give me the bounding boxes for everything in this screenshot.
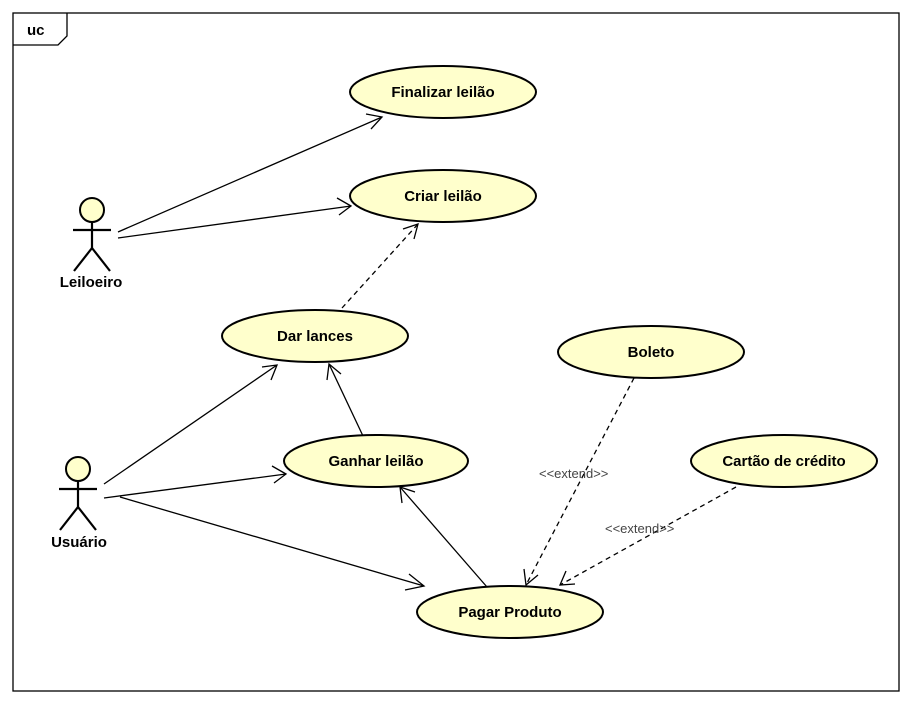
actor-head [79,197,105,223]
use-case-label: Finalizar leilão [391,84,494,101]
extend-label-boleto: <<extend>> [539,466,608,481]
assoc-leiloeiro-criar [117,205,352,239]
arrowhead-criar [336,197,353,216]
arrowhead-dar-lances-usuario [261,364,279,381]
use-case-criar-leilao[interactable]: Criar leilão [349,169,537,223]
extend-boleto-pagar [525,377,635,586]
arrowhead-finalizar [365,113,384,130]
arrowhead-dar-lances-ganhar [326,362,342,381]
assoc-usuario-dar-lances [103,364,278,485]
associations [103,113,488,591]
diagram-frame [12,12,900,692]
extend-label-cartao: <<extend>> [605,521,674,536]
actor-leiloeiro[interactable]: Leiloeiro [60,197,123,291]
assoc-leiloeiro-finalizar [117,116,383,233]
use-case-dar-lances[interactable]: Dar lances [221,309,409,363]
use-case-boleto[interactable]: Boleto [557,325,745,379]
actor-usuario[interactable]: Usuário [51,456,107,551]
extend-cartao-pagar [559,486,737,586]
frame-tab [13,13,68,46]
use-case-label: Cartão de crédito [722,453,845,470]
arrowhead-criar-dependency [402,223,419,240]
assoc-ganhar-dar-lances [328,363,364,437]
arrowhead-pagar-usuario [404,573,426,591]
assoc-usuario-pagar [119,496,425,587]
actor-head [65,456,91,482]
use-case-label: Pagar Produto [458,604,561,621]
use-case-label: Boleto [628,344,675,361]
arrowhead-extend-boleto [523,568,539,587]
arrowhead-ganhar-usuario [271,465,288,484]
use-case-label: Ganhar leilão [328,453,423,470]
use-case-label: Dar lances [277,328,353,345]
actor-label: Leiloeiro [60,274,123,291]
assoc-usuario-ganhar [103,473,287,499]
assoc-pagar-ganhar [399,486,488,588]
frame-label: uc [27,22,45,39]
use-case-cartao-de-credito[interactable]: Cartão de crédito [690,434,878,488]
dependency-dar-lances-criar [341,223,419,309]
use-case-label: Criar leilão [404,188,482,205]
actor-label: Usuário [51,534,107,551]
use-case-finalizar-leilao[interactable]: Finalizar leilão [349,65,537,119]
arrowhead-extend-cartao [558,570,576,586]
dependencies: <<extend>> <<extend>> [341,223,737,587]
use-case-pagar-produto[interactable]: Pagar Produto [416,585,604,639]
use-case-ganhar-leilao[interactable]: Ganhar leilão [283,434,469,488]
